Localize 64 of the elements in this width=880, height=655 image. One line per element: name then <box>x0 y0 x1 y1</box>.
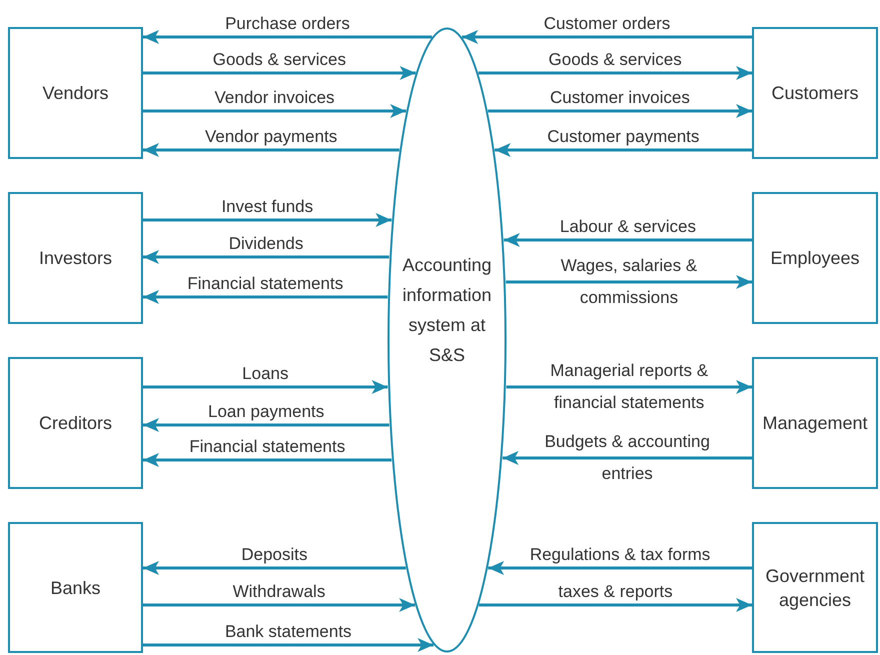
arrow <box>488 104 752 118</box>
arrow <box>506 380 752 394</box>
entity-box <box>752 357 878 489</box>
node-label: Management <box>761 412 869 435</box>
node-label: Vendors <box>41 82 110 105</box>
edge-label: Customer payments <box>546 127 700 147</box>
edge-label: Regulations & tax forms <box>528 545 712 565</box>
arrow <box>143 380 388 394</box>
edge-label: Labour & services <box>558 217 697 237</box>
edge-label: Goods & services <box>212 50 347 70</box>
edge-label: Loan payments <box>207 402 326 422</box>
edge-label: Vendor invoices <box>214 88 336 108</box>
edge-label: Invest funds <box>220 197 314 217</box>
edge-label: Financial statements <box>188 437 346 457</box>
arrow <box>478 598 752 612</box>
edge-label: Customer orders <box>542 14 672 34</box>
arrow <box>143 104 406 118</box>
edge-label: Dividends <box>228 234 304 254</box>
node-label: Customers <box>770 82 860 105</box>
entity-box <box>752 192 878 324</box>
arrow <box>143 598 416 612</box>
arrow <box>478 66 752 80</box>
node-label: Employees <box>769 247 861 270</box>
node-label: Banks <box>49 576 102 600</box>
entity-box <box>752 27 878 159</box>
arrow <box>143 250 390 264</box>
arrow <box>488 561 752 575</box>
node-label: Investors <box>38 247 114 270</box>
edge-label: Managerial reports & financial statements <box>549 360 710 414</box>
system-ellipse <box>387 27 507 653</box>
entity-box <box>8 192 143 324</box>
arrow <box>502 451 752 465</box>
arrow <box>143 290 388 304</box>
arrow <box>143 453 392 467</box>
edge-label: Goods & services <box>548 50 683 70</box>
edge-label: Withdrawals <box>232 582 326 602</box>
arrow <box>494 143 752 157</box>
node-label: Creditors <box>38 412 114 435</box>
edge-label: Vendor payments <box>204 127 338 147</box>
edge-label: taxes & reports <box>557 582 674 602</box>
arrow <box>143 561 406 575</box>
node-label: Government agencies <box>764 564 866 612</box>
arrow <box>504 233 752 247</box>
edge-label: Purchase orders <box>224 14 351 34</box>
edge-label: Deposits <box>240 545 308 565</box>
arrow <box>143 418 390 432</box>
entity-box <box>8 27 143 159</box>
arrow <box>143 30 432 44</box>
arrow <box>143 66 416 80</box>
arrow <box>143 213 392 227</box>
edge-label: Bank statements <box>224 622 353 642</box>
arrow <box>143 143 400 157</box>
entity-box <box>8 357 143 489</box>
edge-label: Budgets & accounting entries <box>544 431 711 485</box>
arrow <box>462 30 752 44</box>
entity-box <box>8 522 143 653</box>
entity-box <box>752 522 878 653</box>
node-label: Accounting information system at S&S <box>401 254 493 367</box>
edge-label: Financial statements <box>186 274 344 294</box>
arrow <box>143 638 434 652</box>
edge-label: Loans <box>241 364 290 384</box>
arrow <box>506 275 752 289</box>
edge-label: Wages, salaries & commissions <box>560 255 698 309</box>
edge-label: Customer invoices <box>549 88 691 108</box>
